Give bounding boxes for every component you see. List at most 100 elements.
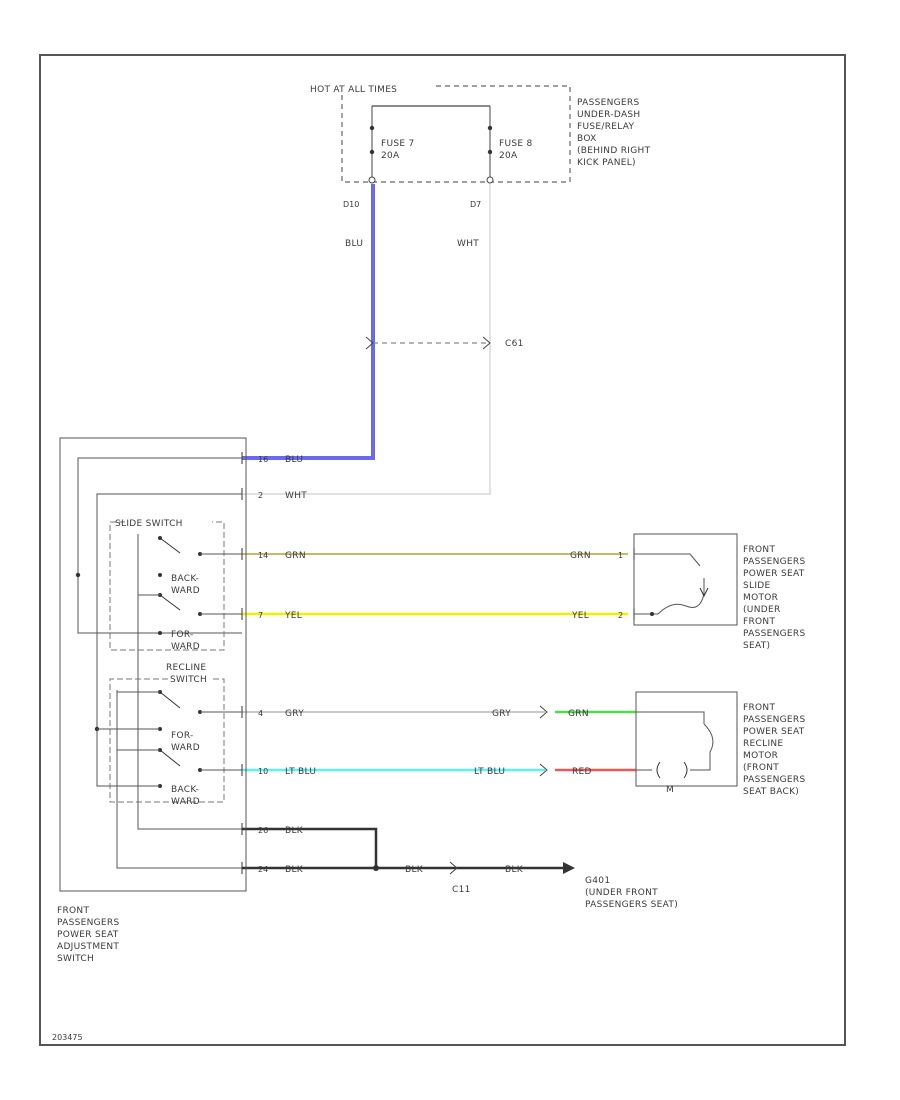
slide-fwd-label: FOR- [171,630,194,640]
fuse-box-pin-label: D7 [470,200,481,209]
recline-motor-label: POWER SEAT [743,727,805,737]
wire-label-grn: GRN [285,551,306,561]
wire-label-gry: GRY [285,709,304,719]
slide-motor-label: SLIDE [743,581,771,591]
wire-label-green: GRN [568,709,589,719]
fuse-box-location: BOX [577,134,597,144]
connector-c61-symbol [365,336,374,350]
slide-motor-housing [633,533,738,626]
fuse-7-terminal [369,149,375,155]
wire-label-wht: WHT [457,239,479,249]
recline-connector-symbol [539,705,548,719]
switch-blade [159,537,181,554]
switch-contact [158,573,162,577]
switch-label: FRONT [57,906,89,916]
recline-motor-label: PASSENGERS [743,715,805,725]
fuse-box-outline [341,85,571,183]
slide-motor-terminal [650,612,654,616]
switch-housing [59,437,247,892]
slide-motor-label: (UNDER [743,605,781,615]
slide-motor: FRONT PASSENGERS POWER SEAT SLIDE MOTOR … [633,533,805,651]
power-seat-adjustment-switch: SLIDE SWITCH BACK- WARD FOR- WARD RECLIN… [57,437,247,964]
recline-motor-label: (FRONT [743,763,779,773]
slide-motor-label: SEAT) [743,641,770,651]
fuse-7-terminal [369,125,375,131]
recline-motor-label: FRONT [743,703,775,713]
switch-internal-bus [77,457,242,634]
switch-pin-label: 16 [258,455,268,464]
wire-label-yel: YEL [571,611,589,621]
fuse-box-pin [368,176,376,184]
recline-motor-symbol [656,761,688,779]
wire-label-blk: BLK [505,865,524,875]
recline-back-label: BACK- [171,785,199,795]
connector-c61-symbol [482,336,491,350]
recline-motor-housing [635,691,738,787]
slide-motor-pin: 1 [618,551,623,560]
switch-label: POWER SEAT [57,930,119,940]
wire-label-lt-blu: LT BLU [285,767,316,777]
fuse-box-pin-label: D10 [343,200,359,209]
ground-label: PASSENGERS SEAT) [585,900,678,910]
wire-label-blu: BLU [285,455,303,465]
recline-switch-outline [109,678,225,803]
switch-internal-bus [137,534,242,830]
slide-motor-symbol [699,587,709,598]
diagram-frame [39,54,846,1046]
wire-label-blk: BLK [285,865,304,875]
slide-motor-label: MOTOR [743,593,778,603]
slide-motor-label: POWER SEAT [743,569,805,579]
wire-wht [242,184,491,495]
wire-label-lt-blu: LT BLU [474,767,505,777]
switch-junction [75,572,81,578]
wire-label-blk: BLK [285,826,304,836]
ground-symbol [563,862,575,874]
switch-blade [159,594,181,611]
ground-g401: G401 (UNDER FRONT PASSENGERS SEAT) [563,862,678,910]
recline-motor-label: PASSENGERS [743,775,805,785]
wire-blk [242,827,378,868]
switch-pin-label: 26 [258,826,268,835]
slide-switch-title: SLIDE SWITCH [115,519,183,529]
fuse-8-terminal [487,125,493,131]
slide-motor-label: FRONT [743,545,775,555]
wire-label-blu: BLU [345,239,363,249]
recline-motor-marker: M [666,785,674,795]
recline-motor-winding [690,723,714,771]
wire-blu [242,184,375,460]
fuse-box-location: UNDER-DASH [577,110,640,120]
ground-label: G401 [585,876,610,886]
wire-label-blk: BLK [405,865,424,875]
recline-motor: M FRONT PASSENGERS POWER SEAT RECLINE MO… [635,691,805,797]
slide-motor-label: PASSENGERS [743,629,805,639]
switch-pin-label: 2 [258,491,263,500]
wire-label-gry: GRY [492,709,511,719]
diagram-id: 203475 [52,1033,83,1042]
switch-pin-label: 4 [258,709,263,718]
slide-motor-winding [634,578,705,615]
fuse-7-name: FUSE 7 [381,139,415,149]
connector-c11-label: C11 [452,885,471,895]
recline-fwd-label: WARD [171,743,200,753]
fuse-box-location: (BEHIND RIGHT [577,146,651,156]
switch-pin-label: 24 [258,865,268,874]
switch-pin-label: 14 [258,551,268,560]
wire-label-wht: WHT [285,491,307,501]
switch-internal-bus [116,690,242,869]
recline-motor-winding [636,711,705,724]
recline-switch-title: RECLINE [166,663,206,673]
slide-motor-winding [634,553,701,567]
slide-motor-pin: 2 [618,611,623,620]
recline-motor-label: RECLINE [743,739,783,749]
switch-blade [159,749,181,767]
fuse-box-location: PASSENGERS [577,98,639,108]
switch-internal-bus [96,493,242,787]
fuse-box-location: KICK PANEL) [577,158,636,168]
fuse-box-pin [486,176,494,184]
connector-c61-label: C61 [505,339,524,349]
ground-label: (UNDER FRONT [585,888,658,898]
fuse-8-terminal [487,149,493,155]
switch-label: SWITCH [57,954,94,964]
recline-fwd-label: FOR- [171,731,194,741]
